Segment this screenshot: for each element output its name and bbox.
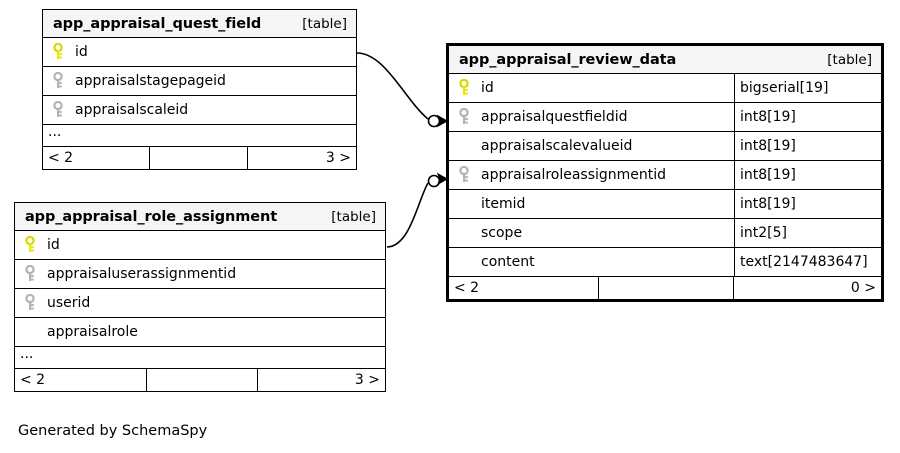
column-name: id <box>481 80 494 96</box>
column-name: appraisalquestfieldid <box>481 109 628 125</box>
column-name: appraisalscalevalueid <box>481 138 633 154</box>
table-footer: < 2 0 > <box>449 277 881 299</box>
no-key-icon <box>449 253 479 271</box>
column-type: int8[19] <box>734 103 881 131</box>
column-name: appraisalscaleid <box>75 102 189 118</box>
primary-key-icon <box>43 43 73 61</box>
no-key-icon <box>15 323 45 341</box>
table-columns: id bigserial[19] appraisalquestfieldid i… <box>449 74 881 299</box>
table-columns: id appraisalstagepageid <box>43 38 356 169</box>
table-header: app_appraisal_quest_field [table] <box>43 10 356 38</box>
table-footer: < 2 3 > <box>15 369 385 391</box>
footer-middle-cell <box>149 147 247 169</box>
table-kind-label: [table] <box>331 208 376 225</box>
outgoing-relationship-count[interactable]: 3 > <box>257 369 385 391</box>
foreign-key-icon <box>15 294 45 312</box>
table-name: app_appraisal_quest_field <box>53 15 262 32</box>
column-name: appraisalrole <box>47 324 138 340</box>
column-name: content <box>481 254 535 270</box>
table-app-appraisal-role-assignment[interactable]: app_appraisal_role_assignment [table] id <box>14 202 386 392</box>
table-row[interactable]: appraisalquestfieldid int8[19] <box>449 103 881 132</box>
column-name: itemid <box>481 196 526 212</box>
footer-middle-cell <box>146 369 257 391</box>
table-row[interactable]: appraisalscaleid <box>43 96 356 125</box>
column-type: bigserial[19] <box>734 74 881 102</box>
no-key-icon <box>449 195 479 213</box>
column-name: id <box>47 237 60 253</box>
table-row[interactable]: appraisaluserassignmentid <box>15 260 385 289</box>
outgoing-relationship-count[interactable]: 0 > <box>733 277 881 299</box>
relationship-quest-field-to-review-data <box>356 52 449 128</box>
table-row[interactable]: id bigserial[19] <box>449 74 881 103</box>
foreign-key-icon <box>449 108 479 126</box>
table-row[interactable]: userid <box>15 289 385 318</box>
table-app-appraisal-review-data[interactable]: app_appraisal_review_data [table] id big… <box>446 43 884 302</box>
column-type: int8[19] <box>734 161 881 189</box>
table-row[interactable]: appraisalstagepageid <box>43 67 356 96</box>
outgoing-relationship-count[interactable]: 3 > <box>247 147 356 169</box>
incoming-relationship-count[interactable]: < 2 <box>20 372 46 388</box>
column-name: id <box>75 44 88 60</box>
truncated-columns-indicator: ... <box>43 125 356 147</box>
cardinality-zero-marker <box>427 114 441 128</box>
column-name: appraisaluserassignmentid <box>47 266 237 282</box>
primary-key-icon <box>449 79 479 97</box>
incoming-relationship-count[interactable]: < 2 <box>454 280 480 296</box>
table-row[interactable]: content text[2147483647] <box>449 248 881 277</box>
no-key-icon <box>449 137 479 155</box>
table-kind-label: [table] <box>827 51 872 68</box>
table-header: app_appraisal_role_assignment [table] <box>15 203 385 231</box>
cardinality-zero-marker <box>427 174 441 188</box>
table-footer: < 2 3 > <box>43 147 356 169</box>
column-name: scope <box>481 225 523 241</box>
table-row[interactable]: itemid int8[19] <box>449 190 881 219</box>
table-row[interactable]: appraisalscalevalueid int8[19] <box>449 132 881 161</box>
relationship-role-assignment-to-review-data <box>386 172 449 248</box>
foreign-key-icon <box>449 166 479 184</box>
table-row[interactable]: id <box>43 38 356 67</box>
table-name: app_appraisal_role_assignment <box>25 208 278 225</box>
truncated-columns-indicator: ... <box>15 347 385 369</box>
no-key-icon <box>449 224 479 242</box>
foreign-key-icon <box>43 101 73 119</box>
table-header: app_appraisal_review_data [table] <box>449 46 881 74</box>
table-kind-label: [table] <box>302 15 347 32</box>
column-type: text[2147483647] <box>734 248 881 276</box>
column-name: userid <box>47 295 91 311</box>
column-type: int8[19] <box>734 132 881 160</box>
table-row[interactable]: id <box>15 231 385 260</box>
generator-caption: Generated by SchemaSpy <box>18 423 208 439</box>
table-app-appraisal-quest-field[interactable]: app_appraisal_quest_field [table] id <box>42 9 357 170</box>
foreign-key-icon <box>43 72 73 90</box>
column-type: int2[5] <box>734 219 881 247</box>
table-name: app_appraisal_review_data <box>459 51 677 68</box>
table-row[interactable]: appraisalroleassignmentid int8[19] <box>449 161 881 190</box>
column-type: int8[19] <box>734 190 881 218</box>
column-name: appraisalstagepageid <box>75 73 226 89</box>
table-row[interactable]: scope int2[5] <box>449 219 881 248</box>
table-row[interactable]: appraisalrole <box>15 318 385 347</box>
table-columns: id appraisaluserassignmentid <box>15 231 385 391</box>
column-name: appraisalroleassignmentid <box>481 167 667 183</box>
primary-key-icon <box>15 236 45 254</box>
footer-middle-cell <box>598 277 733 299</box>
foreign-key-icon <box>15 265 45 283</box>
incoming-relationship-count[interactable]: < 2 <box>48 150 74 166</box>
